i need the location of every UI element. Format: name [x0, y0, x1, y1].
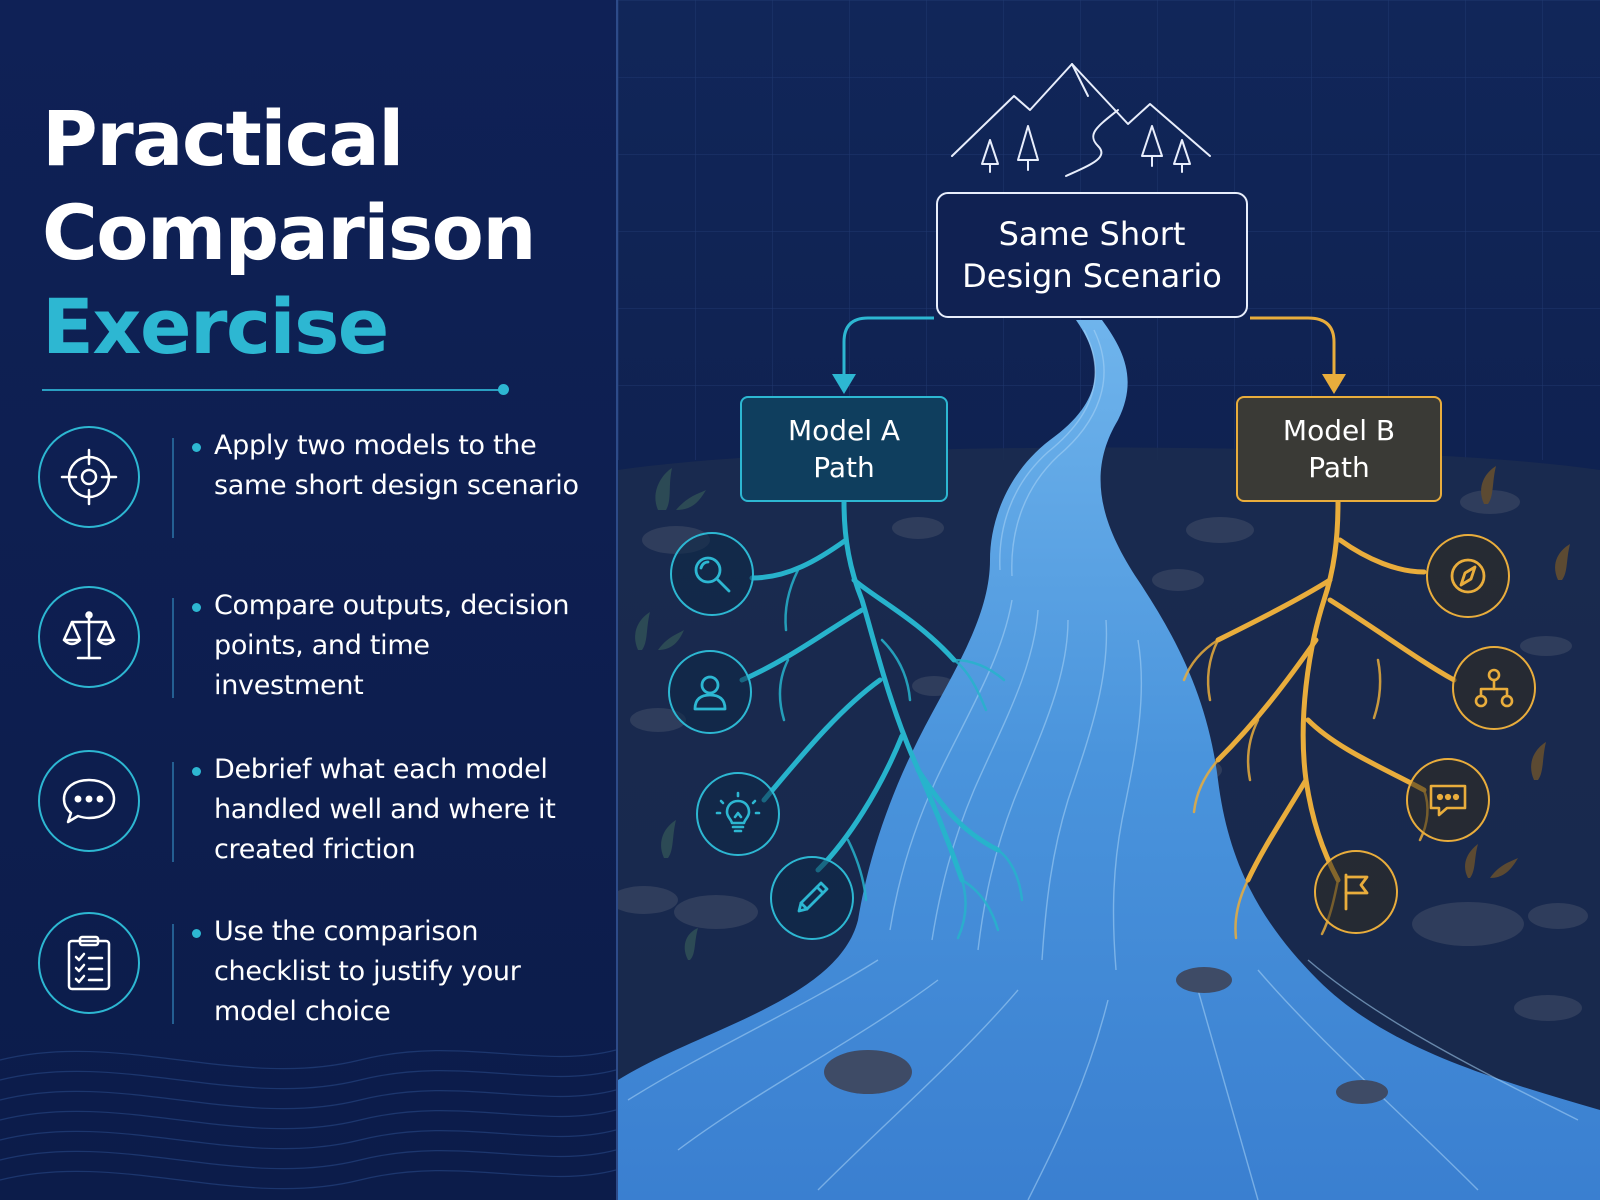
- river-ripples: [627, 329, 1579, 1200]
- model-b-branches: [1215, 499, 1457, 883]
- title-underline: [42, 389, 502, 391]
- page-title: Practical Comparison Exercise: [42, 92, 536, 374]
- mountain-icon: [951, 63, 1211, 177]
- model-a-node: Model A Path: [740, 396, 948, 502]
- bullet-separator: [172, 762, 174, 862]
- diagram-panel: Same Short Design Scenario Model A Path …: [618, 0, 1600, 1200]
- scenario-label: Same Short Design Scenario: [962, 215, 1222, 295]
- plants: [635, 468, 706, 960]
- arrow-head-a: [832, 374, 856, 394]
- arrow-to-model-b: [1250, 316, 1336, 378]
- bullet-item-checklist: Use the comparison checklist to justify …: [38, 912, 598, 1032]
- user-icon: [668, 650, 752, 734]
- lightbulb-icon: [696, 772, 780, 856]
- clipboard-checklist-icon: [38, 912, 140, 1014]
- scenario-node: Same Short Design Scenario: [936, 192, 1248, 318]
- title-line-1: Practical: [42, 94, 404, 183]
- hierarchy-icon: [1452, 646, 1536, 730]
- target-icon: [38, 426, 140, 528]
- compass-icon: [1426, 534, 1510, 618]
- arrow-head-b: [1322, 374, 1346, 394]
- title-line-2: Comparison: [42, 188, 536, 277]
- model-b-label: Model B Path: [1282, 414, 1396, 484]
- bullet-text: Compare outputs, decision points, and ti…: [214, 590, 570, 701]
- flag-icon: [1314, 850, 1398, 934]
- model-a-label: Model A Path: [787, 414, 901, 484]
- bullet-item-compare: Compare outputs, decision points, and ti…: [38, 586, 598, 706]
- chat-bubble-icon: [38, 750, 140, 852]
- panel-divider: [616, 0, 618, 1200]
- decorative-waves: [0, 1049, 616, 1190]
- chat-bubble-icon: [1406, 758, 1490, 842]
- bullet-separator: [172, 598, 174, 698]
- title-underline-dot: [498, 384, 509, 395]
- model-a-rootlets: [778, 568, 1024, 940]
- river-stones: [824, 967, 1388, 1104]
- left-panel: Practical Comparison Exercise Apply two …: [0, 0, 616, 1200]
- pencil-icon: [770, 856, 854, 940]
- model-a-branches: [739, 499, 1001, 883]
- bullet-item-apply: Apply two models to the same short desig…: [38, 426, 598, 546]
- plants-gold: [1465, 466, 1570, 878]
- bullet-dot: [192, 929, 201, 938]
- search-icon: [670, 532, 754, 616]
- bullet-text: Use the comparison checklist to justify …: [214, 916, 521, 1027]
- bullet-item-debrief: Debrief what each model handled well and…: [38, 750, 598, 870]
- bullet-separator: [172, 924, 174, 1024]
- bullet-separator: [172, 438, 174, 538]
- arrow-to-model-a: [842, 316, 934, 378]
- bullet-dot: [192, 767, 201, 776]
- river: [618, 320, 1600, 1200]
- scales-icon: [38, 586, 140, 688]
- bullet-text: Apply two models to the same short desig…: [214, 430, 579, 501]
- bullet-text: Debrief what each model handled well and…: [214, 754, 556, 865]
- title-line-3: Exercise: [42, 282, 389, 371]
- diagram-scene: [618, 0, 1600, 1200]
- bullet-dot: [192, 603, 201, 612]
- bullet-dot: [192, 443, 201, 452]
- model-b-node: Model B Path: [1236, 396, 1442, 502]
